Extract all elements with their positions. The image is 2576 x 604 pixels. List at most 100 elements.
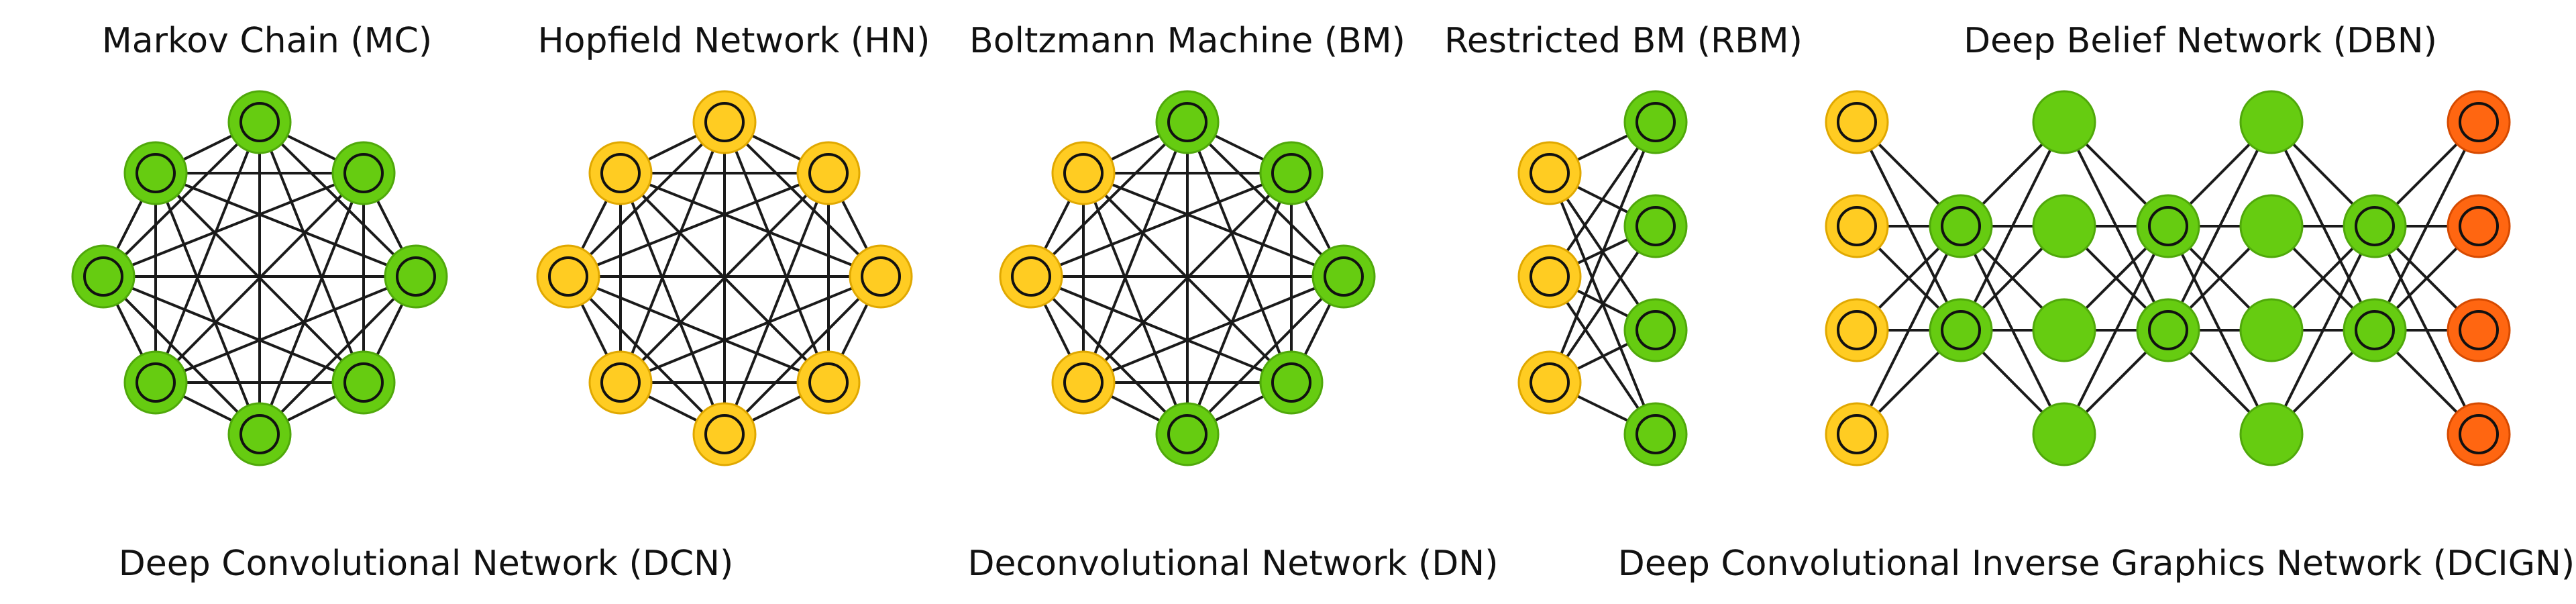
hn-node bbox=[796, 350, 861, 415]
dbn-hidden-solid-node bbox=[2032, 402, 2096, 466]
mc-node bbox=[331, 350, 396, 415]
dbn-hidden-node bbox=[1929, 298, 1993, 362]
bm-edge bbox=[1082, 172, 1293, 384]
bm-node bbox=[1259, 350, 1324, 415]
hn-edge bbox=[723, 121, 830, 383]
bm-node bbox=[1051, 141, 1116, 205]
mc-node bbox=[331, 141, 396, 205]
dbn-hidden-node bbox=[2136, 298, 2200, 362]
mc-edge bbox=[103, 172, 364, 278]
bm-edge bbox=[1030, 275, 1189, 436]
hn-edge bbox=[567, 275, 726, 436]
rbm-hidden-node bbox=[1623, 298, 1688, 362]
hn-edge bbox=[619, 172, 830, 384]
hn-node bbox=[849, 244, 913, 309]
mc-node bbox=[71, 244, 136, 309]
bm-edge bbox=[1082, 121, 1189, 383]
mc-edge bbox=[154, 121, 261, 383]
mc-node bbox=[123, 141, 188, 205]
mc-edge bbox=[154, 172, 365, 384]
hn-node bbox=[692, 402, 757, 466]
bm-node bbox=[1259, 141, 1324, 205]
dbn-hidden-solid-node bbox=[2032, 298, 2096, 362]
mc-node bbox=[227, 402, 292, 466]
hn-edge bbox=[619, 172, 726, 435]
rbm-input-node bbox=[1517, 244, 1582, 309]
dbn-hidden-solid-node bbox=[2032, 194, 2096, 258]
hn-node bbox=[536, 244, 600, 309]
title-bm: Boltzmann Machine (BM) bbox=[969, 21, 1405, 61]
hn-node bbox=[692, 90, 757, 154]
mc-node bbox=[227, 90, 292, 154]
mc-node bbox=[384, 244, 448, 309]
dbn-hidden-node bbox=[2343, 298, 2407, 362]
bm-node bbox=[1155, 90, 1220, 154]
hn-edge bbox=[723, 172, 830, 435]
title-hn: Hopfield Network (HN) bbox=[538, 21, 930, 61]
dbn-input-node bbox=[1825, 194, 1889, 258]
bm-edge bbox=[1083, 172, 1344, 278]
dbn-output-node bbox=[2447, 194, 2511, 258]
bm-node bbox=[1051, 350, 1116, 415]
title-dcign: Deep Convolutional Inverse Graphics Netw… bbox=[1618, 544, 2575, 584]
dbn-edge bbox=[2063, 225, 2169, 435]
title-rbm: Restricted BM (RBM) bbox=[1444, 21, 1803, 61]
dbn-edge bbox=[2167, 121, 2273, 331]
hn-edge bbox=[620, 172, 881, 278]
dbn-output-node bbox=[2447, 298, 2511, 362]
title-dbn: Deep Belief Network (DBN) bbox=[1964, 21, 2437, 61]
rbm-edge bbox=[1548, 121, 1657, 383]
dbn-edge bbox=[1960, 121, 2065, 331]
title-dn: Deconvolutional Network (DN) bbox=[968, 544, 1499, 584]
dbn-hidden-solid-node bbox=[2239, 194, 2304, 258]
bm-edge bbox=[1083, 275, 1344, 384]
dbn-edge bbox=[2373, 121, 2480, 331]
rbm-hidden-node bbox=[1623, 402, 1688, 466]
mc-edge bbox=[258, 172, 365, 435]
mc-edge bbox=[103, 275, 364, 384]
title-mc: Markov Chain (MC) bbox=[102, 21, 432, 61]
nodes-layer bbox=[71, 90, 2511, 466]
dbn-hidden-solid-node bbox=[2239, 298, 2304, 362]
dbn-hidden-node bbox=[2343, 194, 2407, 258]
dbn-hidden-solid-node bbox=[2239, 90, 2304, 154]
dbn-edge bbox=[1856, 225, 1962, 435]
dbn-hidden-node bbox=[2136, 194, 2200, 258]
bm-node bbox=[999, 244, 1063, 309]
bm-edge bbox=[1030, 275, 1292, 384]
hn-edge bbox=[619, 121, 726, 383]
hn-node bbox=[588, 141, 653, 205]
hn-node bbox=[588, 350, 653, 415]
mc-node bbox=[123, 350, 188, 415]
hn-edge bbox=[568, 172, 829, 278]
hn-edge bbox=[568, 275, 829, 384]
mc-edge bbox=[155, 172, 417, 278]
dbn-input-node bbox=[1825, 90, 1889, 154]
dbn-edge bbox=[2270, 225, 2376, 435]
bm-edge bbox=[1186, 172, 1293, 435]
dbn-hidden-solid-node bbox=[2032, 90, 2096, 154]
dbn-input-node bbox=[1825, 402, 1889, 466]
dbn-hidden-node bbox=[1929, 194, 1993, 258]
rbm-hidden-node bbox=[1623, 90, 1688, 154]
dbn-output-node bbox=[2447, 402, 2511, 466]
bm-edge bbox=[1082, 172, 1189, 435]
bm-edge bbox=[1186, 121, 1293, 383]
dbn-output-node bbox=[2447, 90, 2511, 154]
rbm-input-node bbox=[1517, 141, 1582, 205]
mc-edge bbox=[102, 275, 261, 436]
mc-edge bbox=[155, 275, 417, 384]
dbn-input-node bbox=[1825, 298, 1889, 362]
bm-edge bbox=[1030, 172, 1292, 278]
mc-edge bbox=[154, 172, 261, 435]
bm-node bbox=[1311, 244, 1376, 309]
rbm-hidden-node bbox=[1623, 194, 1688, 258]
bm-node bbox=[1155, 402, 1220, 466]
hn-node bbox=[796, 141, 861, 205]
title-dcn: Deep Convolutional Network (DCN) bbox=[119, 544, 734, 584]
mc-edge bbox=[258, 121, 365, 383]
hn-edge bbox=[620, 275, 881, 384]
dbn-hidden-solid-node bbox=[2239, 402, 2304, 466]
rbm-input-node bbox=[1517, 350, 1582, 415]
